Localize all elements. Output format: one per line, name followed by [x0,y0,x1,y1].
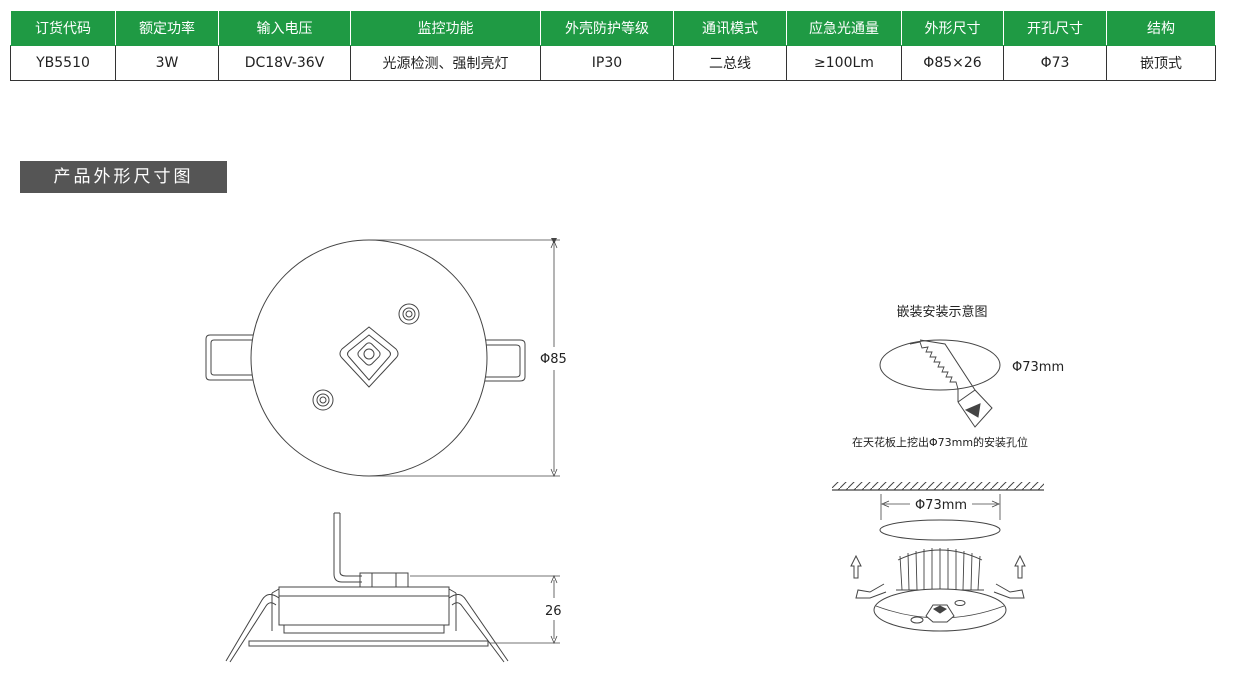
header-dimensions: 外形尺寸 [901,10,1004,46]
height-dimension [410,574,560,645]
hole-dimension-step2 [880,494,1001,520]
hole-label-step2: Φ73mm [915,498,967,513]
cell-cutout-size: Φ73 [1003,45,1107,81]
side-flange [248,640,489,647]
diameter-label: Φ85 [540,352,567,367]
screw-bottom [312,389,334,411]
cell-rated-power: 3W [115,45,219,81]
cell-structure: 嵌顶式 [1106,45,1216,81]
install-diagram: 嵌装安装示意图 Φ73mm 在天花板上挖出Φ73mm的安装孔位 Φ73mm [832,304,1064,632]
header-structure: 结构 [1106,10,1216,46]
ceiling-cut-disc [879,519,1001,541]
front-view: Φ85 [205,238,567,478]
height-label: 26 [545,604,562,619]
spec-data-row: YB5510 3W DC18V-36V 光源检测、强制亮灯 IP30 二总线 ≥… [10,45,1216,81]
cell-input-voltage: DC18V-36V [218,45,351,81]
header-ip-rating: 外壳防护等级 [540,10,674,46]
header-comm-mode: 通讯模式 [673,10,787,46]
side-body [271,586,457,634]
cell-dimensions: Φ85×26 [901,45,1004,81]
left-spring-clip [225,594,280,663]
cell-order-code: YB5510 [10,45,116,81]
spec-header-row: 订货代码 额定功率 输入电压 监控功能 外壳防护等级 通讯模式 应急光通量 外形… [10,10,1216,46]
terminal-block [359,572,409,588]
hole-label-step1: Φ73mm [1012,360,1064,375]
right-mounting-tab [483,339,526,382]
hole-saw [909,339,993,428]
header-order-code: 订货代码 [10,10,116,46]
header-monitor-function: 监控功能 [350,10,541,46]
up-arrow-left-icon [850,554,862,579]
left-mounting-tab [205,334,253,381]
install-title: 嵌装安装示意图 [896,304,987,320]
right-spring-clip [448,594,509,663]
step1-caption: 在天花板上挖出Φ73mm的安装孔位 [852,435,1028,449]
cable-lead [333,512,362,583]
diameter-dimension [369,238,560,478]
front-body-circle [250,239,488,477]
ceiling-hole-step1 [879,339,1001,391]
side-view: 26 [225,512,562,663]
cell-monitor-function: 光源检测、强制亮灯 [350,45,541,81]
luminaire-3d [855,548,1025,632]
up-arrow-right-icon [1014,554,1026,579]
section-title: 产品外形尺寸图 [20,161,227,193]
cell-emergency-flux: ≥100Lm [786,45,902,81]
header-emergency-flux: 应急光通量 [786,10,902,46]
spec-table: 订货代码 额定功率 输入电压 监控功能 外壳防护等级 通讯模式 应急光通量 外形… [10,10,1216,81]
cell-ip-rating: IP30 [540,45,674,81]
screw-top [398,303,420,325]
sensor-window [339,326,399,388]
ceiling-board [832,482,1044,491]
header-cutout-size: 开孔尺寸 [1003,10,1107,46]
